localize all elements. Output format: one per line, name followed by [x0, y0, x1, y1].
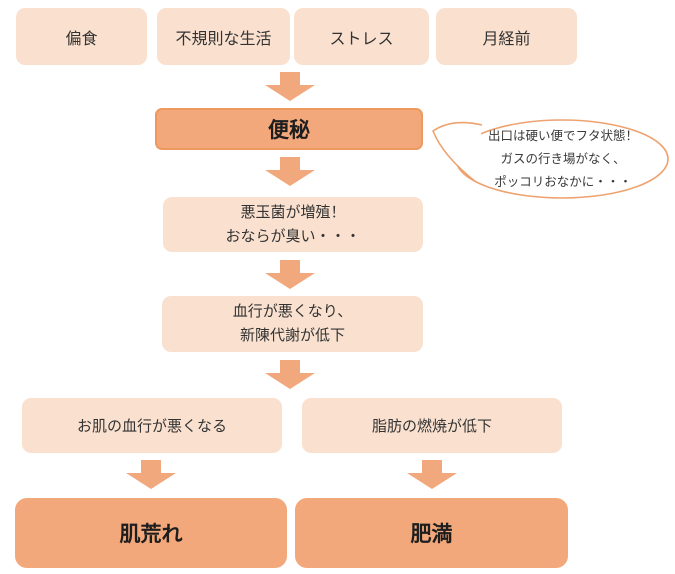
speech-bubble-text: 出口は硬い便でフタ状態！ ガスの行き場がなく、 ポッコリおなかに・・・	[458, 122, 668, 196]
speech-bubble: 出口は硬い便でフタ状態！ ガスの行き場がなく、 ポッコリおなかに・・・	[420, 112, 675, 207]
cause-label: 偏食	[65, 30, 98, 48]
down-arrow-icon	[265, 72, 315, 101]
arrow-stem	[280, 260, 300, 273]
down-arrow-icon	[265, 260, 315, 289]
rough-skin-label: 肌荒れ	[119, 523, 183, 546]
down-arrow-icon	[265, 360, 315, 389]
obesity-result-box: 肥満	[295, 498, 568, 568]
cause-box-irregular-life: 不規則な生活	[157, 8, 290, 65]
down-arrow-icon	[265, 157, 315, 186]
bacteria-line-2: おならが臭い・・・	[225, 227, 361, 245]
cause-box-premenstrual: 月経前	[436, 8, 577, 65]
skin-branch-label: お肌の血行が悪くなる	[76, 418, 227, 435]
arrow-head	[265, 273, 315, 289]
arrow-stem	[422, 460, 442, 473]
arrow-head	[265, 373, 315, 389]
bubble-line-1: 出口は硬い便でフタ状態！	[487, 128, 638, 143]
constipation-box: 便秘	[155, 108, 423, 150]
cause-label: ストレス	[329, 30, 394, 48]
arrow-head	[265, 85, 315, 101]
fat-branch-label: 脂肪の燃焼が低下	[371, 418, 492, 435]
arrow-head	[265, 170, 315, 186]
circulation-metabolism-box: 血行が悪くなり、 新陳代謝が低下	[162, 296, 423, 352]
arrow-stem	[280, 157, 300, 170]
cause-box-unbalanced-diet: 偏食	[16, 8, 147, 65]
arrow-stem	[141, 460, 161, 473]
down-arrow-icon	[126, 460, 176, 489]
obesity-label: 肥満	[410, 523, 453, 546]
speech-bubble-shape	[432, 119, 669, 199]
bubble-line-2: ガスの行き場がなく、	[500, 151, 626, 166]
down-arrow-icon	[407, 460, 457, 489]
circulation-line-1: 血行が悪くなり、	[232, 303, 353, 320]
bad-bacteria-box: 悪玉菌が増殖！ おならが臭い・・・	[163, 197, 423, 252]
bacteria-line-1: 悪玉菌が増殖！	[240, 203, 346, 221]
cause-label: 月経前	[482, 30, 531, 48]
arrow-stem	[280, 72, 300, 85]
cause-box-stress: ストレス	[294, 8, 429, 65]
circulation-line-2: 新陳代謝が低下	[239, 327, 345, 344]
skin-circulation-box: お肌の血行が悪くなる	[22, 398, 282, 453]
bubble-line-3: ポッコリおなかに・・・	[494, 174, 632, 189]
rough-skin-result-box: 肌荒れ	[15, 498, 287, 568]
constipation-label: 便秘	[268, 119, 310, 142]
fat-burning-box: 脂肪の燃焼が低下	[302, 398, 562, 453]
cause-label: 不規則な生活	[175, 30, 272, 48]
arrow-head	[407, 473, 457, 489]
arrow-stem	[280, 360, 300, 373]
arrow-head	[126, 473, 176, 489]
